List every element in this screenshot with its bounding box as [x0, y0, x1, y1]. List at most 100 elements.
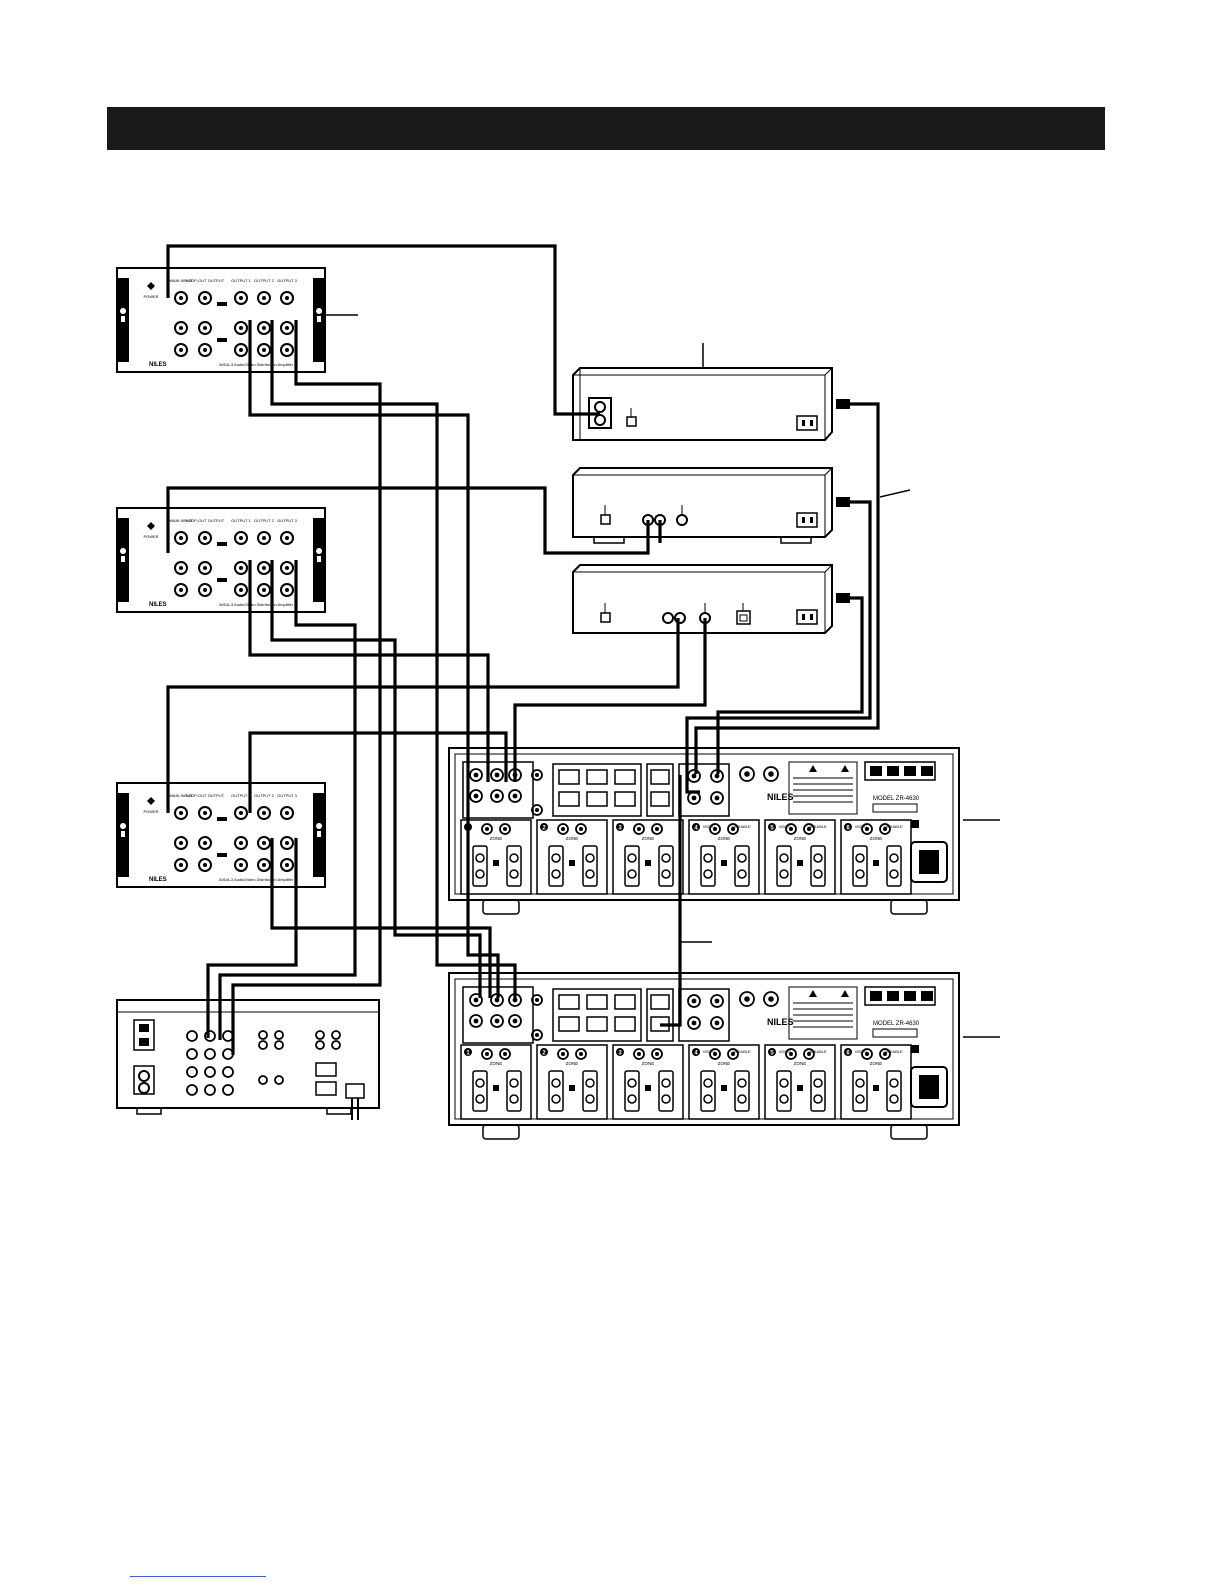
rca-jack-center — [807, 827, 811, 831]
zone-frame — [536, 819, 608, 895]
zone-label: ZONE — [718, 1061, 731, 1066]
zr-model: MODEL ZR-4630 — [873, 796, 920, 802]
ir-port-icon — [626, 416, 637, 427]
da-label-output-3: OUTPUT 3 — [277, 518, 297, 523]
da-brand: NILES — [149, 877, 167, 883]
da-caption: AVDA-3 Audio/Video Distribution Amplifie… — [219, 602, 294, 607]
network-port-icon — [586, 1016, 608, 1032]
zone-screw — [493, 1085, 499, 1091]
network-port-icon — [586, 994, 608, 1010]
speaker-terminal — [855, 853, 865, 863]
zone-number-badge — [616, 1048, 624, 1056]
rca-jack-grid — [186, 1030, 234, 1096]
zone-label: ZONE — [490, 1061, 503, 1066]
speaker-terminal — [509, 869, 519, 879]
rca-jack — [727, 823, 739, 835]
rca-jack-center — [865, 1052, 869, 1056]
speaker-terminal — [703, 1078, 713, 1088]
speaker-terminal-block — [658, 1070, 674, 1112]
speaker-terminal-block — [776, 845, 792, 887]
power-inlet-icon — [910, 841, 948, 883]
speaker-terminal — [627, 853, 637, 863]
variable-label: VARIABLE — [731, 824, 751, 829]
speaker-terminal-block — [852, 845, 868, 887]
zone-number-badge — [768, 1048, 776, 1056]
zone-number-badge — [692, 823, 700, 831]
rca-jack-center — [744, 771, 750, 777]
header-bar — [107, 107, 1105, 150]
variable-label: VARIABLE — [807, 824, 827, 829]
da-switch — [217, 817, 227, 821]
rca-jack-center — [691, 773, 697, 779]
rca-jack — [879, 1048, 891, 1060]
wire — [166, 244, 600, 416]
rca-jack — [469, 789, 483, 803]
zone-number: 4 — [694, 1051, 698, 1057]
rca-jack — [469, 1014, 483, 1028]
speaker-terminal-block — [506, 1070, 522, 1112]
rca-jack-center — [655, 827, 659, 831]
speaker-terminal — [551, 869, 561, 879]
wire — [694, 402, 880, 774]
rca-jack-center — [691, 795, 697, 801]
zone-screw — [873, 1085, 879, 1091]
speaker-terminal-block — [700, 1070, 716, 1112]
rca-jack-center — [865, 827, 869, 831]
speaker-terminal — [855, 869, 865, 879]
da-chassis — [116, 782, 326, 888]
rca-jack — [803, 1048, 815, 1060]
speaker-terminal — [627, 869, 637, 879]
warning-icon — [809, 765, 817, 772]
network-port-icon — [586, 769, 608, 785]
speaker-terminal — [889, 1094, 899, 1104]
rca-jack-center — [731, 1052, 735, 1056]
rca-jack-center — [512, 997, 518, 1003]
power-cord-icon — [345, 1083, 365, 1099]
wire — [660, 775, 682, 1027]
rca-jack — [575, 823, 587, 835]
zone-number: 5 — [770, 1051, 774, 1057]
mount-slot-icon — [316, 823, 323, 837]
da-label-output-1: OUTPUT 1 — [231, 278, 251, 283]
mount-slot-icon — [120, 308, 127, 322]
network-port-icon — [614, 769, 636, 785]
warning-icon — [841, 990, 849, 997]
speaker-terminal — [889, 853, 899, 863]
speaker-terminal — [661, 853, 671, 863]
network-port-icon — [558, 791, 580, 807]
rca-jack-center — [768, 771, 774, 777]
zone-frame — [688, 1044, 760, 1120]
da-brand: NILES — [149, 602, 167, 608]
zone-number-badge — [844, 1048, 852, 1056]
rca-jack — [557, 823, 569, 835]
da-label-output-1: OUTPUT 1 — [231, 518, 251, 523]
rca-jack — [785, 823, 797, 835]
speaker-terminal-block — [582, 1070, 598, 1112]
ac-outlet-icon — [796, 609, 818, 625]
variable-label: VARIABLE — [883, 824, 903, 829]
da-switch — [217, 302, 227, 306]
zone-screw — [797, 860, 803, 866]
speaker-terminal-block — [624, 845, 640, 887]
rca-jack-grid — [174, 531, 294, 597]
trigger-terminal — [904, 766, 916, 776]
da-chassis — [116, 267, 326, 373]
da-label-output-2: OUTPUT 2 — [254, 278, 274, 283]
power-indicator-icon — [147, 797, 155, 805]
rca-jack — [490, 789, 504, 803]
speaker-terminal-block — [734, 845, 750, 887]
ac-outlet-icon — [796, 512, 818, 528]
speaker-terminal — [551, 1094, 561, 1104]
speaker-terminal — [509, 853, 519, 863]
rca-jack — [481, 823, 493, 835]
av-receiver — [116, 999, 380, 1120]
network-port-icon — [614, 791, 636, 807]
rca-jack-center — [535, 808, 539, 812]
da-label-loop-out: LOOP-OUT OUTPUT — [186, 793, 225, 798]
rca-jack-center — [691, 1020, 697, 1026]
keypad-port-panel — [552, 763, 642, 817]
zone-screw — [873, 860, 879, 866]
